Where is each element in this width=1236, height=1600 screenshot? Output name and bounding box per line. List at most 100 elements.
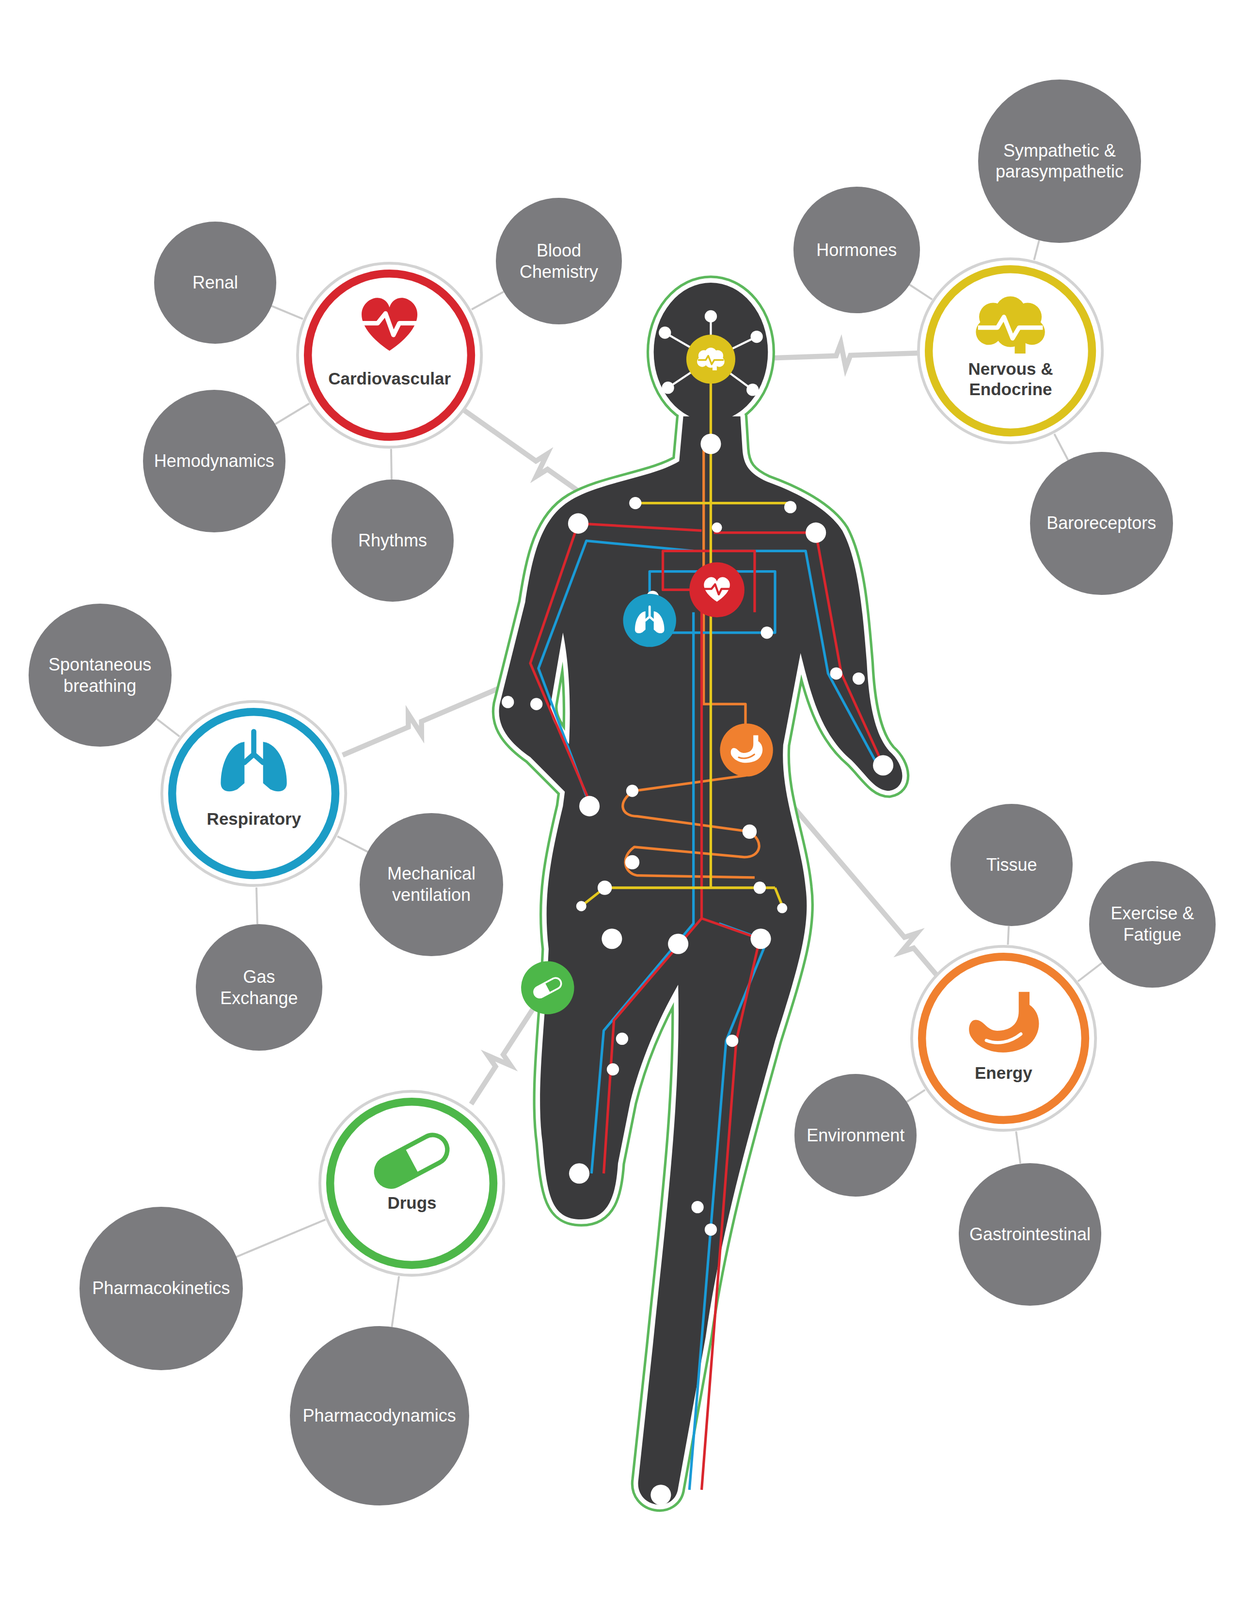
body-organ-icons-part bbox=[634, 606, 665, 634]
subsystem-circle: Rhythms bbox=[331, 479, 454, 602]
connector-line bbox=[156, 718, 180, 737]
body-joints-part bbox=[746, 383, 759, 396]
connector-line bbox=[391, 1275, 399, 1327]
body-organ-icons-part bbox=[623, 593, 677, 647]
hub-ring-part-part-part bbox=[371, 1147, 419, 1191]
subsystem-circle: Pharmacodynamics bbox=[289, 1325, 470, 1506]
body-joints-part bbox=[750, 330, 763, 343]
subsystem-label: Pharmacodynamics bbox=[302, 1404, 457, 1427]
subsystem-circle: Hemodynamics bbox=[142, 389, 286, 533]
hub-ring bbox=[909, 944, 1098, 1132]
system-label: Respiratory bbox=[206, 808, 302, 829]
hub-ring-part-part bbox=[978, 316, 1044, 339]
hub-ring-part bbox=[976, 296, 1046, 354]
hub-ring-part-part bbox=[221, 741, 245, 792]
connector-line bbox=[1007, 925, 1009, 945]
hub-ring-part-part bbox=[244, 731, 264, 763]
body-vessels bbox=[530, 316, 884, 1490]
system-label: Energy bbox=[974, 1062, 1033, 1083]
subsystem-circle: Spontaneous breathing bbox=[28, 603, 172, 747]
body-vessels-part bbox=[622, 443, 760, 877]
hub-ring bbox=[916, 256, 1105, 445]
body-joints-part bbox=[704, 1222, 717, 1236]
body-joints-part bbox=[501, 695, 514, 708]
connector-line bbox=[1054, 433, 1068, 460]
subsystem-label: Environment bbox=[806, 1124, 905, 1146]
system-label: Cardiovascular bbox=[328, 368, 451, 389]
hub-ring-part bbox=[371, 1129, 453, 1191]
hub-ring-part bbox=[161, 701, 346, 886]
body-silhouette-part bbox=[499, 282, 903, 1505]
system-hub-circle: Energy bbox=[909, 944, 1098, 1132]
subsystem-circle: Mechanical ventilation bbox=[359, 812, 503, 956]
body-joints-part bbox=[606, 1062, 619, 1076]
subsystem-circle: Exercise & Fatigue bbox=[1089, 860, 1216, 988]
hub-label-holder: Cardiovascular bbox=[295, 368, 484, 389]
hub-ring-part bbox=[307, 273, 472, 437]
body-organ-icons-part-part bbox=[634, 611, 646, 634]
body-organ-icons-part bbox=[521, 961, 574, 1015]
body-organ-icons-part bbox=[697, 347, 725, 371]
connector-line bbox=[1077, 962, 1103, 982]
subsystem-label: Sympathetic & parasympathetic bbox=[988, 140, 1132, 183]
hub-ring-part-part bbox=[968, 991, 1039, 1053]
body-organ-icons-part-part-part bbox=[532, 982, 551, 999]
subsystem-label: Baroreceptors bbox=[1046, 512, 1157, 534]
body-joints-part bbox=[530, 697, 543, 711]
system-hub-circle: Cardiovascular bbox=[295, 261, 484, 449]
body-silhouette-part bbox=[499, 282, 903, 1505]
subsystem-label: Pharmacokinetics bbox=[92, 1277, 230, 1299]
body-organ-icons-part-part bbox=[701, 584, 733, 595]
body-organ-icons-part bbox=[532, 975, 564, 1000]
body-joints-part bbox=[579, 795, 600, 817]
system-hub-circle: Respiratory bbox=[159, 699, 348, 888]
body-joints-part bbox=[784, 500, 797, 513]
hub-label-holder: Energy bbox=[909, 1062, 1098, 1083]
subsystem-circle: Environment bbox=[794, 1073, 917, 1196]
hub-label-holder: Respiratory bbox=[159, 808, 348, 829]
hub-ring-part bbox=[918, 258, 1103, 443]
connector-line bbox=[256, 887, 258, 924]
body-joints-part bbox=[667, 933, 689, 954]
body-joints-part bbox=[776, 903, 788, 914]
system-hub-circle: Nervous & Endocrine bbox=[916, 256, 1105, 445]
subsystem-label: Tissue bbox=[986, 854, 1038, 876]
hub-ring-part-part bbox=[986, 1033, 1021, 1043]
body-joints-part bbox=[569, 1162, 590, 1184]
hub-ring-part bbox=[319, 1091, 504, 1275]
leader-line bbox=[471, 1004, 536, 1104]
hub-ring-part bbox=[221, 731, 287, 792]
hub-ring-part bbox=[911, 946, 1096, 1130]
body-joints-part bbox=[872, 754, 894, 776]
body-joints-part bbox=[750, 928, 772, 949]
hub-ring-part-part bbox=[263, 741, 287, 792]
hub-ring bbox=[295, 261, 484, 449]
subsystem-label: Gastrointestinal bbox=[969, 1223, 1091, 1245]
subsystem-circle: Hormones bbox=[793, 186, 920, 314]
subsystem-label: Blood Chemistry bbox=[505, 239, 613, 283]
body-joints-part bbox=[712, 522, 723, 533]
subsystem-circle: Blood Chemistry bbox=[495, 197, 623, 325]
subsystem-circle: Renal bbox=[154, 221, 277, 344]
body-joints-part bbox=[661, 381, 674, 394]
body-organ-icons-part bbox=[730, 735, 763, 763]
body-vessels-part bbox=[530, 523, 884, 1490]
hub-ring-part bbox=[921, 956, 1086, 1120]
body-joints-part bbox=[616, 1032, 629, 1045]
body-silhouette-part bbox=[499, 282, 903, 1505]
system-hub-circle: Drugs bbox=[317, 1089, 506, 1277]
connector-line bbox=[391, 448, 392, 480]
subsystem-label: Mechanical ventilation bbox=[368, 862, 494, 906]
body-joints-part bbox=[629, 496, 642, 509]
body-joints-part bbox=[658, 326, 671, 339]
body-joints-part bbox=[576, 900, 587, 911]
subsystem-circle: Pharmacokinetics bbox=[79, 1206, 243, 1370]
subsystem-label: Spontaneous breathing bbox=[37, 653, 163, 697]
connector-line bbox=[275, 403, 310, 425]
body-organ-icons-part bbox=[719, 723, 773, 777]
body-vessels-part bbox=[538, 540, 875, 1490]
subsystem-label: Renal bbox=[192, 271, 238, 294]
hub-ring-part-part-part bbox=[1014, 338, 1026, 354]
connector-line bbox=[909, 284, 933, 300]
hub-label-holder: Drugs bbox=[317, 1192, 506, 1213]
